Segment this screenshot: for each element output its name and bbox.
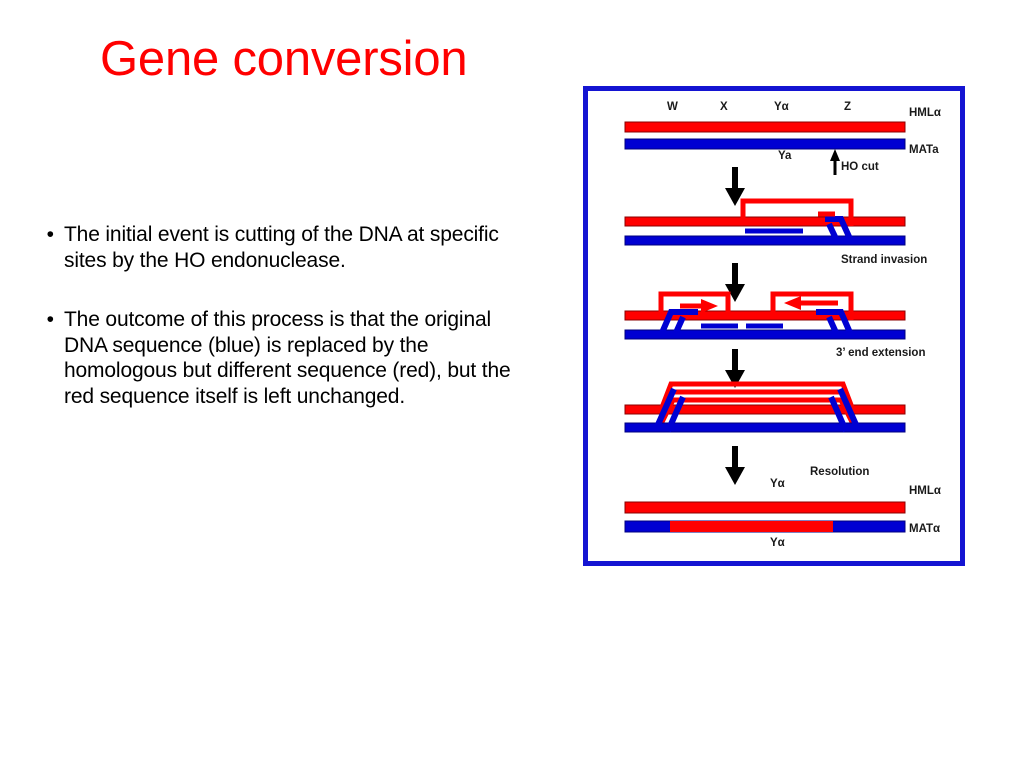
gene-label-w: W (667, 101, 678, 113)
list-item: • The initial event is cutting of the DN… (24, 222, 544, 273)
bullet-text: The outcome of this process is that the … (64, 308, 511, 408)
locus-label-hml-alpha-bottom: HMLα (909, 485, 941, 497)
extension-arrow-right (784, 296, 838, 310)
gene-label-yalpha: Yα (774, 101, 789, 113)
process-arrow-4 (725, 446, 745, 485)
ho-cut-label: HO cut (841, 161, 879, 173)
result-label-yalpha-top: Yα (770, 478, 785, 490)
ya-label: Ya (778, 150, 792, 162)
process-arrow-1 (725, 167, 745, 206)
locus-label-hml-alpha-top: HMLα (909, 107, 941, 119)
result-label-yalpha-bottom: Yα (770, 537, 785, 549)
locus-label-mat-alpha: MATα (909, 523, 941, 535)
process-arrow-3 (725, 349, 745, 388)
gene-conversion-figure: W X Yα Z HMLα MATa Ya HO cut Strand inva… (583, 86, 965, 566)
stage-label-resolution: Resolution (810, 466, 870, 478)
gene-conversion-diagram (624, 121, 906, 533)
stage-1-intact-duplex (624, 121, 906, 175)
bullet-marker-icon: • (46, 223, 54, 246)
gene-label-z: Z (844, 101, 852, 113)
process-arrow-2 (725, 263, 745, 302)
bullet-list: • The initial event is cutting of the DN… (24, 222, 544, 443)
locus-label-mata: MATa (909, 144, 939, 156)
stage-5-resolved-products (624, 501, 906, 533)
gene-label-x: X (720, 101, 728, 113)
stage-4-joint-molecule (624, 381, 906, 433)
stage-3-end-extension (624, 291, 906, 340)
bullet-text: The initial event is cutting of the DNA … (64, 223, 499, 272)
ho-cut-arrow (830, 149, 840, 175)
bullet-marker-icon: • (46, 308, 54, 331)
list-item: • The outcome of this process is that th… (24, 307, 544, 409)
figure-canvas: W X Yα Z HMLα MATa Ya HO cut Strand inva… (588, 91, 960, 561)
page-title: Gene conversion (100, 32, 468, 86)
stage-label-strand-invasion: Strand invasion (841, 254, 928, 266)
extension-arrow-left (680, 299, 718, 313)
stage-label-end-extension: 3’ end extension (836, 347, 926, 359)
stage-2-strand-invasion (624, 198, 906, 246)
